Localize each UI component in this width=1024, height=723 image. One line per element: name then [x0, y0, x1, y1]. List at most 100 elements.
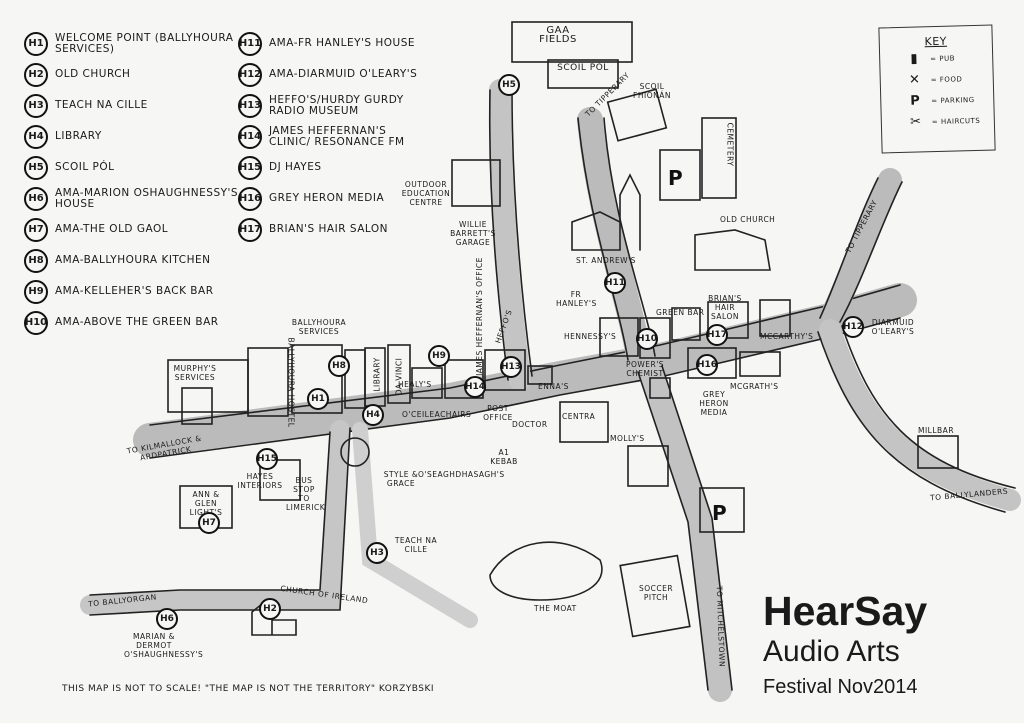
- label-fr-hanleys: Fr Hanley's: [556, 290, 597, 308]
- legend-label: Old Church: [55, 68, 131, 80]
- map-marker-h11[interactable]: H11: [604, 272, 626, 294]
- legend-badge: H15: [238, 155, 262, 180]
- brand-festival: Festival Nov2014: [763, 676, 918, 698]
- label-cemetery: Cemetery: [725, 122, 735, 167]
- legend-item-h17: H17 Brian's Hair Salon: [238, 214, 418, 245]
- legend-badge: H3: [24, 93, 48, 118]
- key-row-food: ✕ = Food: [904, 68, 993, 91]
- label-library: Library: [372, 357, 382, 392]
- map-marker-h12[interactable]: H12: [842, 316, 864, 338]
- legend-label: Teach Na Cille: [55, 99, 148, 111]
- legend-item-h3: H3 Teach Na Cille: [24, 90, 239, 121]
- legend-label: Ama-Kelleher's Back Bar: [55, 285, 214, 297]
- legend-item-h12: H12Ama-Diarmuid O'Leary's: [238, 59, 418, 90]
- label-post-office: Post Office: [483, 404, 513, 422]
- legend-badge: H16: [238, 186, 262, 211]
- legend-badge: H5: [24, 155, 48, 180]
- legend-label: Ama-Above the Green Bar: [55, 316, 219, 328]
- legend-badge: H17: [238, 217, 262, 242]
- label-powers-chemist: Power's Chemist: [625, 360, 665, 378]
- label-hennessys: Hennessy's: [564, 332, 617, 341]
- map-marker-h10[interactable]: H10: [636, 328, 658, 350]
- parking-south: [699, 487, 745, 533]
- legend-item-h13: H13Heffo's/Hurdy Gurdy Radio Museum: [238, 90, 418, 121]
- map-marker-h4[interactable]: H4: [362, 404, 384, 426]
- mccarthys-building: [739, 351, 781, 377]
- label-centra: Centra: [562, 412, 596, 421]
- map-marker-h16[interactable]: H16: [696, 354, 718, 376]
- label-st-andrews: St. Andrew's: [576, 256, 636, 265]
- parking-icon-south: P: [712, 501, 727, 525]
- label-james-office: James Heffernan's Office: [474, 257, 484, 376]
- legend-item-h9: H9Ama-Kelleher's Back Bar: [24, 276, 239, 307]
- map-marker-h3[interactable]: H3: [366, 542, 388, 564]
- key-row-haircuts: ✂ = Haircuts: [906, 110, 995, 133]
- label-outdoor-centre: Outdoor Education Centre: [401, 180, 451, 207]
- label-ballyhoura-services: Ballyhoura Services: [291, 318, 347, 336]
- label-hayes: Hayes Interiors: [237, 472, 283, 490]
- label-grey-heron: Grey Heron Media: [699, 390, 729, 417]
- label-old-church: Old Church: [720, 215, 776, 224]
- label-millbar: Millbar: [918, 426, 955, 435]
- map-marker-h8[interactable]: H8: [328, 355, 350, 377]
- legend-badge: H13: [238, 93, 262, 118]
- label-diarmuid: Diarmuid O'Leary's: [871, 318, 915, 336]
- legend-item-h6: H6Ama-Marion Oshaughnessy's House: [24, 183, 239, 214]
- map-marker-h14[interactable]: H14: [464, 376, 486, 398]
- label-scoil-pol: Scoil Pól: [557, 63, 609, 73]
- legend-label: Welcome Point (Ballyhoura Services): [55, 31, 234, 55]
- brand-subtitle: Audio Arts: [763, 635, 900, 668]
- centra-building: [559, 401, 609, 443]
- map-marker-h15[interactable]: H15: [256, 448, 278, 470]
- label-mollys: Molly's: [610, 434, 645, 443]
- legend-label: DJ Hayes: [269, 161, 322, 173]
- key-label-parking: = Parking: [931, 95, 975, 105]
- label-kebab: A1 Kebab: [490, 448, 518, 466]
- cutlery-icon: ✕: [908, 72, 921, 88]
- festival-branding: HearSay Audio Arts Festival Nov2014: [763, 590, 927, 700]
- label-style-grace: Style & Grace: [383, 470, 419, 488]
- map-marker-h6[interactable]: H6: [156, 608, 178, 630]
- soccer-pitch: [619, 554, 691, 638]
- label-bus-stop: Bus Stop to Limerick: [286, 476, 326, 512]
- legend-item-h2: H2Old Church: [24, 59, 239, 90]
- scissors-icon: ✂: [909, 114, 922, 130]
- map-marker-h1[interactable]: H1: [307, 388, 329, 410]
- legend-badge: H14: [238, 124, 262, 149]
- legend-label: Scoil Pól: [55, 161, 115, 173]
- legend-label: Ama-Ballyhoura Kitchen: [55, 254, 211, 266]
- map-marker-h7[interactable]: H7: [198, 512, 220, 534]
- legend-badge: H6: [24, 186, 48, 211]
- label-murphys: Murphy's Services: [173, 364, 217, 382]
- label-scoil-fhionan: Scoil Fhionán: [633, 82, 671, 100]
- label-green-bar: Green Bar: [656, 308, 705, 317]
- ballyhoura-hostel-building: [247, 347, 289, 417]
- label-mccarthys: McCarthy's: [760, 332, 814, 341]
- legend-badge: H12: [238, 62, 262, 87]
- mollys-building: [627, 445, 669, 487]
- map-marker-h5[interactable]: H5: [498, 74, 520, 96]
- legend-item-h10: H10 Ama-Above the Green Bar: [24, 307, 239, 338]
- parking-icon: P: [910, 93, 921, 109]
- legend-badge: H10: [24, 310, 48, 335]
- map-marker-h9[interactable]: H9: [428, 345, 450, 367]
- legend-label: Ama-The Old Gaol: [55, 223, 169, 235]
- legend-label: Brian's Hair Salon: [269, 223, 388, 235]
- label-ballyhoura-hostel: Ballyhoura Hostel: [286, 337, 296, 428]
- the-moat-drawing: [489, 541, 603, 601]
- legend-badge: H7: [24, 217, 48, 242]
- disclaimer: This map is not to scale! "The map is no…: [62, 684, 435, 694]
- legend-item-h1: H1Welcome Point (Ballyhoura Services): [24, 28, 239, 59]
- gaa-fields: [511, 21, 633, 63]
- parking-icon-north: P: [668, 166, 683, 190]
- legend-item-h7: H7 Ama-The Old Gaol: [24, 214, 239, 245]
- label-ennas: Enna's: [538, 382, 569, 391]
- legend-item-h16: H16Grey Heron Media: [238, 183, 418, 214]
- map-key: Key ▮ = Pub ✕ = Food P = Parking ✂ = Hai…: [878, 24, 996, 154]
- map-marker-h2[interactable]: H2: [259, 598, 281, 620]
- legend-item-h5: H5 Scoil Pól: [24, 152, 239, 183]
- map-marker-h17[interactable]: H17: [706, 324, 728, 346]
- map-marker-h13[interactable]: H13: [500, 356, 522, 378]
- legend-item-h8: H8Ama-Ballyhoura Kitchen: [24, 245, 239, 276]
